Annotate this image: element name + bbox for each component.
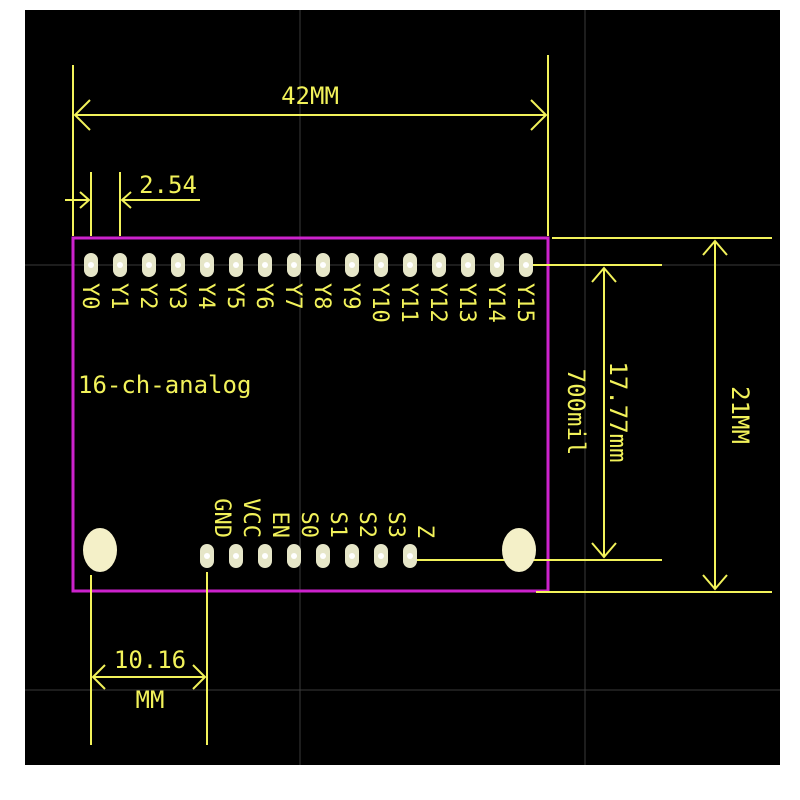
pin-hole-z	[407, 553, 413, 559]
mounting-hole-icon	[83, 528, 117, 572]
dimension-pin-spacing-mil: 700mil	[562, 369, 590, 456]
board-background	[25, 10, 780, 765]
pin-hole-gnd	[204, 553, 210, 559]
dimension-height: 21MM	[536, 237, 772, 593]
dimension-pitch-label: 2.54	[139, 171, 197, 199]
pin-label-y9: Y9	[338, 283, 363, 310]
pin-hole-s0	[291, 553, 297, 559]
pin-label-y8: Y8	[309, 283, 334, 310]
pin-label-y0: Y0	[77, 283, 102, 310]
pin-hole-y15	[523, 262, 529, 268]
pin-hole-y9	[349, 262, 355, 268]
pin-hole-vcc	[233, 553, 239, 559]
pin-label-s3: S3	[383, 512, 408, 539]
pin-hole-y8	[320, 262, 326, 268]
pin-hole-y10	[378, 262, 384, 268]
pin-label-gnd: GND	[209, 498, 234, 538]
pin-label-s0: S0	[296, 512, 321, 539]
dimension-offset: 10.16 MM	[90, 572, 208, 745]
pin-hole-s1	[320, 553, 326, 559]
pin-hole-y6	[262, 262, 268, 268]
dimension-height-label: 21MM	[726, 386, 754, 444]
pin-hole-y4	[204, 262, 210, 268]
pin-label-y10: Y10	[367, 283, 392, 323]
pin-hole-y11	[407, 262, 413, 268]
pin-label-z: Z	[412, 525, 437, 538]
dimension-width-label: 42MM	[281, 82, 339, 110]
pin-hole-y1	[117, 262, 123, 268]
pin-label-y6: Y6	[251, 283, 276, 310]
pin-label-s1: S1	[325, 512, 350, 539]
pin-hole-y5	[233, 262, 239, 268]
pin-label-y1: Y1	[106, 283, 131, 310]
pin-label-y15: Y15	[512, 283, 537, 323]
mounting-hole-icon	[502, 528, 536, 572]
pin-hole-y0	[88, 262, 94, 268]
pin-label-y4: Y4	[193, 283, 218, 310]
dimension-width: 42MM	[72, 55, 549, 236]
dimension-pin-spacing-mm: 17.77mm	[604, 361, 632, 462]
dimension-pitch: 2.54	[65, 171, 200, 236]
pin-label-y13: Y13	[454, 283, 479, 323]
pin-label-y11: Y11	[396, 283, 421, 323]
pin-hole-s3	[378, 553, 384, 559]
pin-hole-y7	[291, 262, 297, 268]
dimension-pin-spacing: 17.77mm 700mil	[412, 264, 662, 561]
pin-label-en: EN	[267, 512, 292, 539]
pin-label-y2: Y2	[135, 283, 160, 310]
board-label: 16-ch-analog	[78, 371, 251, 399]
pin-hole-y14	[494, 262, 500, 268]
pin-hole-s2	[349, 553, 355, 559]
pin-label-y12: Y12	[425, 283, 450, 323]
pin-hole-y13	[465, 262, 471, 268]
pin-hole-y2	[146, 262, 152, 268]
pin-label-vcc: VCC	[238, 498, 263, 538]
dimension-offset-unit: MM	[136, 686, 165, 714]
pin-hole-y3	[175, 262, 181, 268]
pin-label-y14: Y14	[483, 283, 508, 323]
pin-hole-y12	[436, 262, 442, 268]
pin-label-s2: S2	[354, 512, 379, 539]
dimension-offset-value: 10.16	[114, 646, 186, 674]
pin-label-y5: Y5	[222, 283, 247, 310]
board-outline	[71, 236, 550, 593]
pin-hole-en	[262, 553, 268, 559]
pin-label-y3: Y3	[164, 283, 189, 310]
pin-label-y7: Y7	[280, 283, 305, 310]
